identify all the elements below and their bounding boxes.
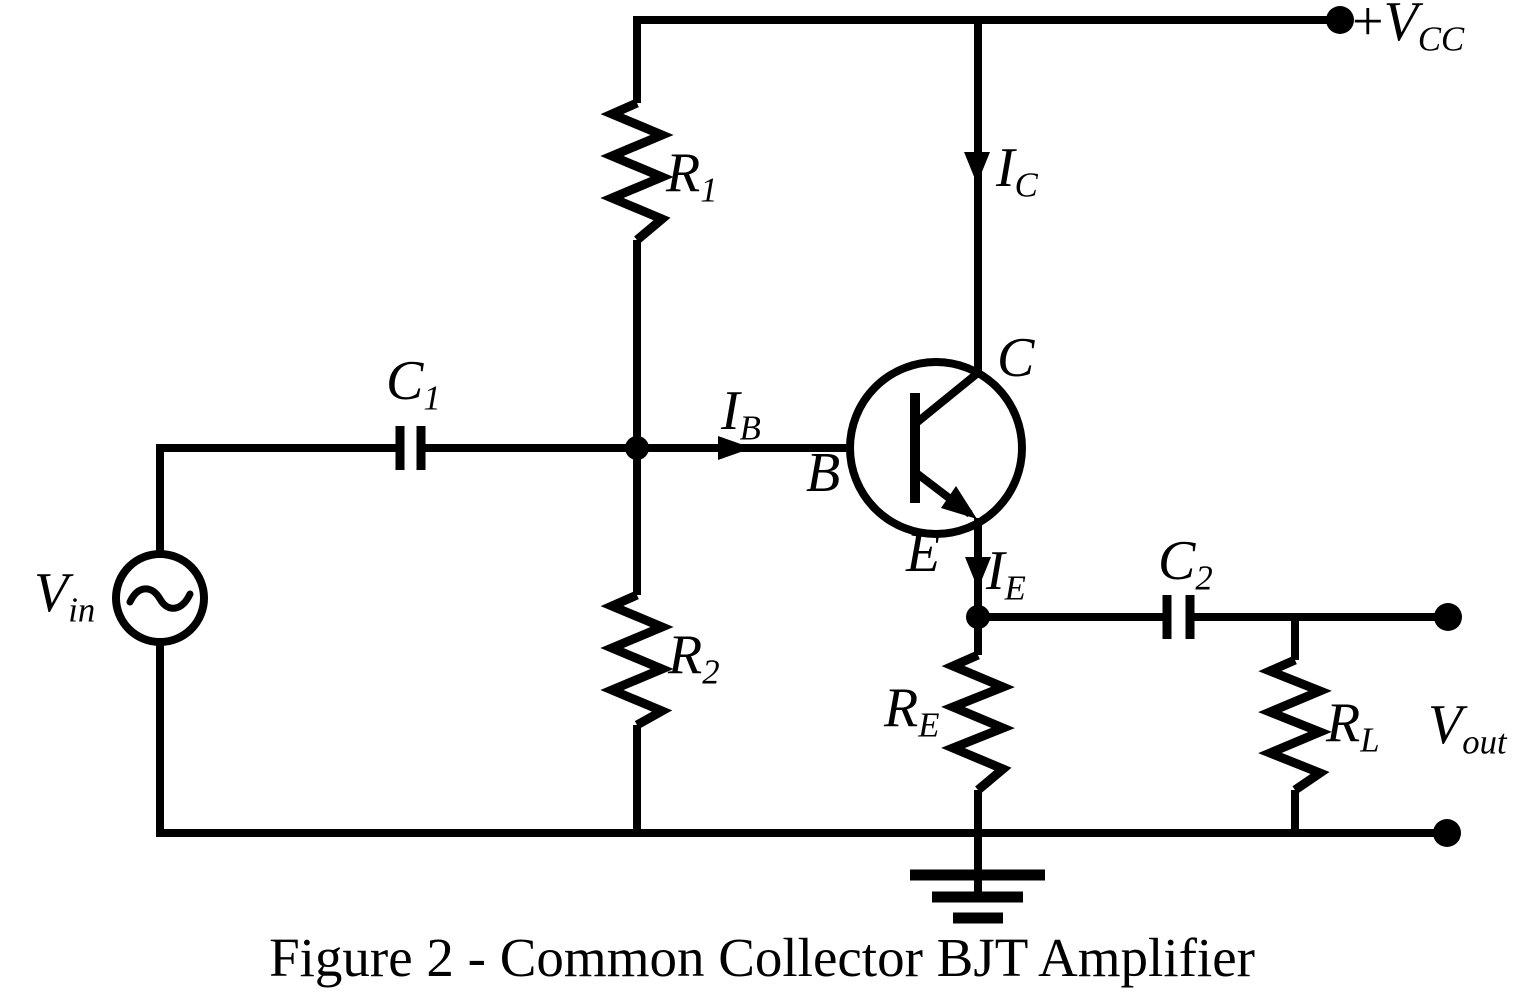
label-r2: R2 bbox=[668, 624, 720, 692]
label-base: B bbox=[806, 442, 841, 504]
ground-icon bbox=[910, 833, 1045, 924]
emitter-arrow bbox=[941, 486, 977, 519]
label-ic: IC bbox=[996, 137, 1038, 205]
resistor-rl bbox=[1258, 617, 1332, 833]
label-vcc: +VCC bbox=[1352, 0, 1465, 59]
vout-top-terminal-dot bbox=[1434, 603, 1462, 631]
label-emitter: E bbox=[906, 522, 941, 584]
power-rail bbox=[637, 6, 1354, 34]
label-rl: RL bbox=[1326, 692, 1380, 760]
vcc-terminal-dot bbox=[1326, 6, 1354, 34]
ib-current-arrow bbox=[718, 436, 752, 460]
label-c1: C1 bbox=[386, 350, 441, 418]
figure-caption: Figure 2 - Common Collector BJT Amplifie… bbox=[269, 927, 1255, 988]
input-upper-wire bbox=[156, 444, 400, 556]
sine-wave-icon bbox=[126, 585, 194, 612]
collector-branch bbox=[964, 16, 990, 373]
re-zigzag bbox=[941, 650, 1015, 794]
label-vout: Vout bbox=[1428, 694, 1507, 762]
bottom-rail bbox=[160, 819, 1461, 847]
input-branch bbox=[112, 444, 400, 837]
label-ib: IB bbox=[721, 380, 761, 448]
transistor-collector-line bbox=[912, 368, 982, 428]
label-re: RE bbox=[884, 677, 940, 745]
ie-current-arrow bbox=[965, 557, 991, 589]
label-r1: R1 bbox=[666, 142, 718, 210]
capacitor-c1 bbox=[395, 426, 641, 470]
output-branch bbox=[978, 595, 1462, 639]
resistor-r1 bbox=[600, 16, 674, 452]
rl-zigzag bbox=[1258, 655, 1332, 794]
r2-zigzag bbox=[600, 590, 674, 729]
resistor-re bbox=[941, 617, 1015, 833]
label-ie: IE bbox=[986, 540, 1026, 608]
vout-bottom-terminal-dot bbox=[1433, 819, 1461, 847]
label-vin: Vin bbox=[34, 562, 96, 630]
r1-zigzag bbox=[600, 98, 674, 244]
transistor-circle bbox=[846, 358, 1026, 538]
label-c2: C2 bbox=[1158, 530, 1213, 598]
bjt-transistor bbox=[846, 358, 1026, 538]
label-collector: C bbox=[997, 327, 1035, 389]
ic-current-arrow bbox=[964, 152, 990, 184]
resistor-r2 bbox=[600, 444, 674, 837]
